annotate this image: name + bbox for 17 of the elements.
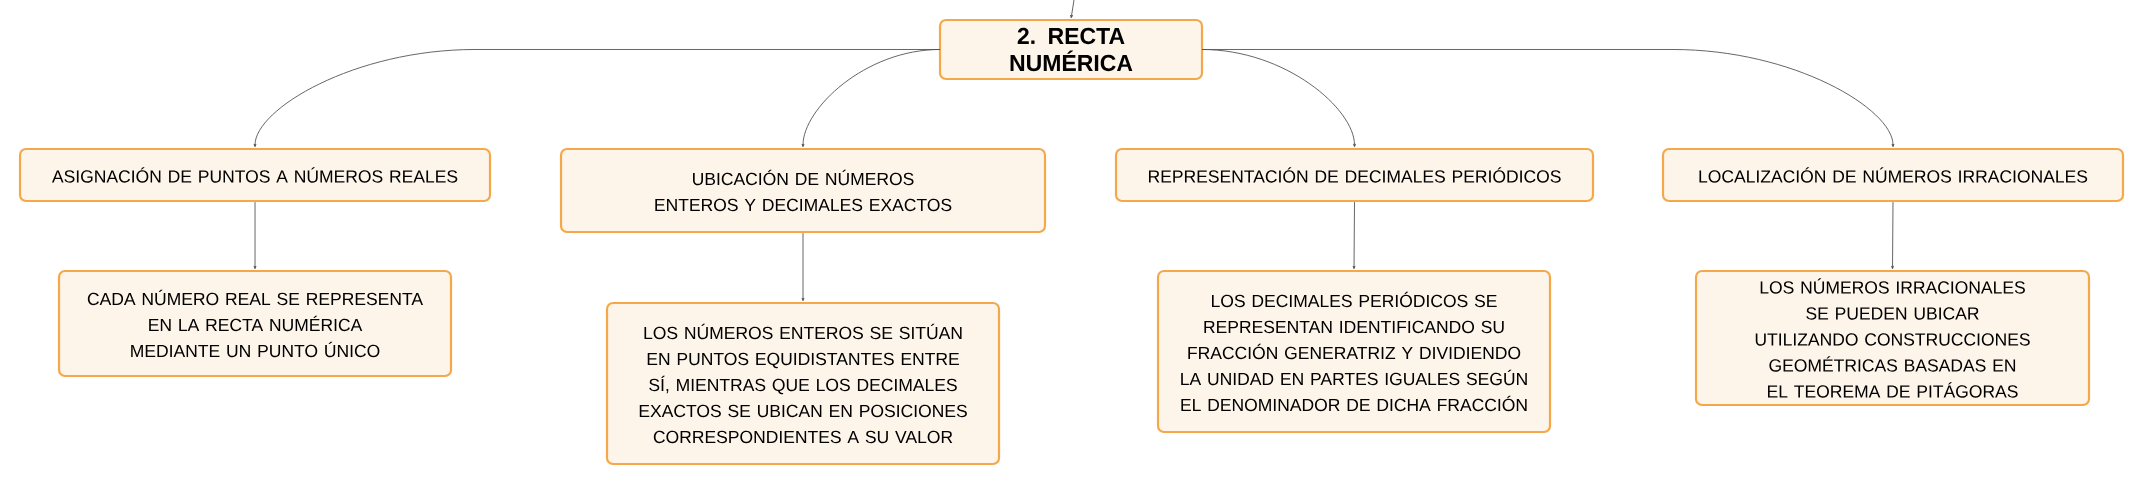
detail-box: LOS NÚMEROS IRRACIONALES SE PUEDEN UBICAR UTILIZANDO CONSTRUCCIONES GEOMÉTRICAS BASADAS EN EL TEOREMA DE PITÁGORAS (1694, 269, 2091, 407)
detail-box: CADA NÚMERO REAL SE REPRESENTA EN LA RECTA NUMÉRICA MEDIANTE UN PUNTO ÚNICO (57, 269, 453, 378)
topic-box: UBICACIÓN DE NÚMEROS ENTEROS Y DECIMALES EXACTOS (559, 147, 1047, 234)
topic-box: ASIGNACIÓN DE PUNTOS A NÚMEROS REALES (18, 147, 492, 203)
connector-arrow (1201, 49, 1356, 148)
connector-arrow (1352, 201, 1356, 270)
detail-box: LOS DECIMALES PERIÓDICOS SE REPRESENTAN IDENTIFICANDO SU FRACCIÓN GENERATRIZ Y DIVIDIENDO LA UNIDAD EN PARTES IGUALES SEGÚN EL DENOMINADOR DE DICHA FRACCIÓN (1156, 269, 1552, 434)
topic-box: REPRESENTACIÓN DE DECIMALES PERIÓDICOS (1114, 147, 1595, 203)
connector-arrow (1070, 0, 1075, 19)
connector-arrow (801, 49, 941, 148)
connector-arrow (253, 201, 257, 270)
detail-box: LOS NÚMEROS ENTEROS SE SITÚAN EN PUNTOS EQUIDISTANTES ENTRE SÍ, MIENTRAS QUE LOS DECIMALES EXACTOS SE UBICAN EN POSICIONES CORRESPONDIENTES A SU VALOR (605, 301, 1001, 466)
root-topic-box: 2. RECTA NUMÉRICA (938, 18, 1204, 81)
topic-box: LOCALIZACIÓN DE NÚMEROS IRRACIONALES (1661, 147, 2125, 203)
connector-arrow (1202, 49, 1895, 148)
connector-arrow (1891, 201, 1894, 270)
connector-arrow (801, 232, 805, 302)
